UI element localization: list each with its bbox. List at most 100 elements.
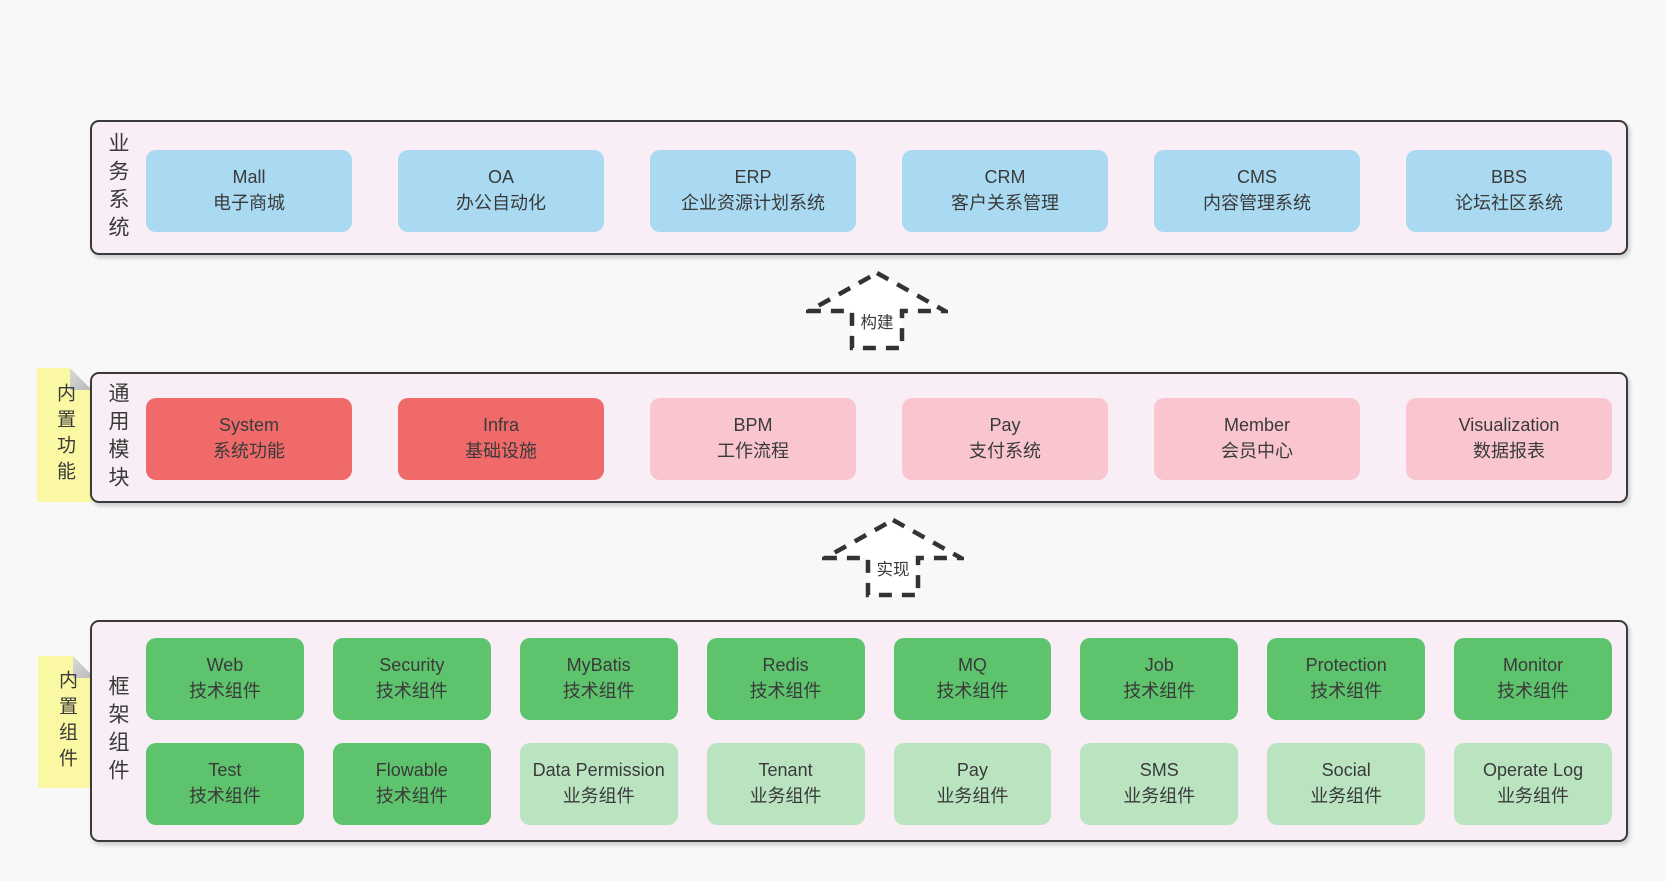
- box-infra: Infra 基础设施: [398, 398, 604, 480]
- box-subtitle: 电子商城: [213, 193, 285, 213]
- box-subtitle: 技术组件: [562, 681, 635, 701]
- box-bpm: BPM 工作流程: [650, 398, 856, 480]
- box-monitor-component: Monitor 技术组件: [1454, 638, 1612, 720]
- box-subtitle: 技术组件: [375, 786, 448, 806]
- section-label-business-systems: 业务系统: [106, 131, 129, 244]
- box-mq-component: MQ 技术组件: [893, 638, 1052, 720]
- section-common-modules: 通用模块 System 系统功能 Infra 基础设施 BPM 工作流程 Pay…: [90, 372, 1628, 503]
- box-erp: ERP 企业资源计划系统: [650, 150, 856, 232]
- box-subtitle: 业务组件: [749, 786, 822, 806]
- box-title: Social: [1321, 760, 1371, 781]
- box-oa: OA 办公自动化: [398, 150, 604, 232]
- box-protection-component: Protection 技术组件: [1267, 638, 1426, 720]
- box-title: Infra: [482, 415, 520, 436]
- box-title: Data Permission: [532, 760, 665, 781]
- box-title: Redis: [762, 655, 809, 676]
- box-subtitle: 业务组件: [1310, 786, 1383, 806]
- box-title: ERP: [734, 167, 772, 188]
- arrow-label: 实现: [873, 561, 913, 580]
- box-title: MyBatis: [566, 655, 631, 676]
- box-system: System 系统功能: [146, 398, 352, 480]
- business-boxes-row: Mall 电子商城 OA 办公自动化 ERP 企业资源计划系统 CRM 客户关系…: [146, 150, 1612, 232]
- box-title: MQ: [957, 655, 987, 676]
- arrow-build: 构建: [806, 270, 948, 352]
- box-redis-component: Redis 技术组件: [706, 638, 865, 720]
- box-data-permission-component: Data Permission 业务组件: [519, 743, 678, 825]
- box-title: Member: [1223, 415, 1290, 436]
- box-subtitle: 支付系统: [969, 441, 1041, 461]
- box-subtitle: 内容管理系统: [1203, 193, 1311, 213]
- box-subtitle: 技术组件: [1310, 681, 1383, 701]
- box-subtitle: 论坛社区系统: [1455, 193, 1563, 213]
- box-mybatis-component: MyBatis 技术组件: [519, 638, 678, 720]
- dashed-up-arrow-icon: [806, 270, 948, 351]
- box-subtitle: 技术组件: [749, 681, 822, 701]
- box-title: Job: [1144, 655, 1174, 676]
- box-crm: CRM 客户关系管理: [902, 150, 1108, 232]
- framework-boxes-grid: Web 技术组件 Security 技术组件 MyBatis 技术组件 Redi…: [146, 638, 1612, 825]
- box-subtitle: 客户关系管理: [951, 193, 1059, 213]
- box-title: Monitor: [1503, 655, 1564, 676]
- box-title: Test: [208, 760, 242, 781]
- box-bbs: BBS 论坛社区系统: [1406, 150, 1612, 232]
- box-title: CRM: [984, 167, 1026, 188]
- box-visualization: Visualization 数据报表: [1406, 398, 1612, 480]
- box-member: Member 会员中心: [1154, 398, 1360, 480]
- box-title: Pay: [956, 760, 988, 781]
- box-pay-module: Pay 支付系统: [902, 398, 1108, 480]
- box-pay-component: Pay 业务组件: [893, 743, 1052, 825]
- box-subtitle: 技术组件: [375, 681, 448, 701]
- box-cms: CMS 内容管理系统: [1154, 150, 1360, 232]
- box-title: Visualization: [1458, 415, 1560, 436]
- box-title: Protection: [1305, 655, 1387, 676]
- box-operate-log-component: Operate Log 业务组件: [1454, 743, 1612, 825]
- box-subtitle: 工作流程: [717, 441, 789, 461]
- module-boxes-row: System 系统功能 Infra 基础设施 BPM 工作流程 Pay 支付系统…: [146, 398, 1612, 480]
- sticky-label: 内置功能: [54, 383, 75, 487]
- box-subtitle: 业务组件: [1123, 786, 1196, 806]
- sticky-label: 内置组件: [56, 670, 77, 774]
- box-sms-component: SMS 业务组件: [1080, 743, 1239, 825]
- box-social-component: Social 业务组件: [1267, 743, 1426, 825]
- sticky-built-in-functions: 内置功能: [37, 368, 92, 502]
- box-subtitle: 业务组件: [936, 786, 1009, 806]
- box-test-component: Test 技术组件: [146, 743, 304, 825]
- box-subtitle: 技术组件: [936, 681, 1009, 701]
- section-framework-components: 框架组件 Web 技术组件 Security 技术组件 MyBatis 技术组件…: [90, 620, 1628, 842]
- box-title: Pay: [989, 415, 1021, 436]
- box-subtitle: 技术组件: [188, 681, 261, 701]
- box-subtitle: 办公自动化: [456, 193, 546, 213]
- box-title: Flowable: [375, 760, 448, 781]
- section-business-systems: 业务系统 Mall 电子商城 OA 办公自动化 ERP 企业资源计划系统 CRM…: [90, 120, 1628, 255]
- box-title: Tenant: [758, 760, 813, 781]
- box-title: Operate Log: [1483, 760, 1584, 781]
- box-job-component: Job 技术组件: [1080, 638, 1239, 720]
- box-title: BPM: [733, 415, 773, 436]
- box-subtitle: 业务组件: [1497, 786, 1570, 806]
- box-title: Web: [206, 655, 244, 676]
- section-label-framework-components: 框架组件: [106, 675, 129, 787]
- box-security-component: Security 技术组件: [332, 638, 491, 720]
- box-flowable-component: Flowable 技术组件: [332, 743, 491, 825]
- box-title: BBS: [1490, 167, 1528, 188]
- box-title: System: [218, 415, 279, 436]
- box-tenant-component: Tenant 业务组件: [706, 743, 865, 825]
- box-subtitle: 技术组件: [1123, 681, 1196, 701]
- box-mall: Mall 电子商城: [146, 150, 352, 232]
- box-subtitle: 业务组件: [562, 786, 635, 806]
- arrow-implement: 实现: [822, 517, 964, 599]
- box-subtitle: 数据报表: [1473, 441, 1545, 461]
- box-title: Security: [379, 655, 445, 676]
- box-subtitle: 技术组件: [188, 786, 261, 806]
- sticky-built-in-components: 内置组件: [38, 656, 95, 788]
- box-subtitle: 企业资源计划系统: [681, 193, 825, 213]
- box-subtitle: 系统功能: [213, 441, 285, 461]
- arrow-label: 构建: [857, 314, 897, 333]
- box-title: OA: [487, 167, 514, 188]
- box-subtitle: 会员中心: [1221, 441, 1293, 461]
- box-subtitle: 基础设施: [465, 441, 537, 461]
- dashed-up-arrow-icon: [822, 517, 964, 598]
- box-title: SMS: [1139, 760, 1179, 781]
- section-label-common-modules: 通用模块: [106, 381, 129, 494]
